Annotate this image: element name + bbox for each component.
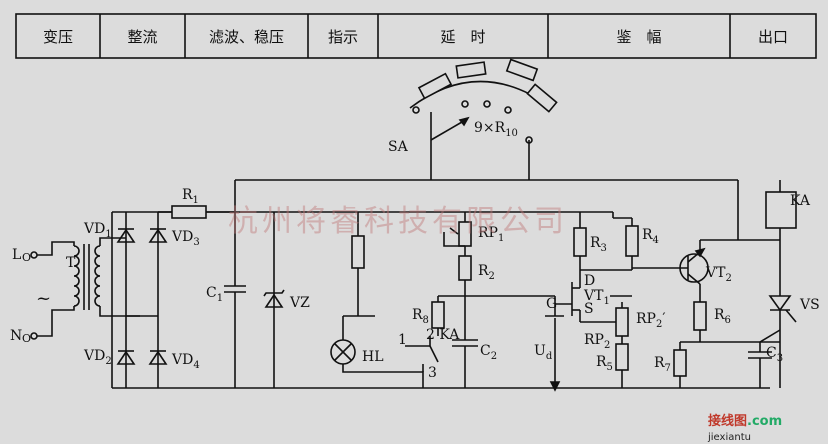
label-R2: R2 <box>478 263 495 282</box>
block-transform: 变压 <box>42 27 73 46</box>
label-VT1: VT1 <box>584 288 610 307</box>
watermark: 杭州将睿科技有限公司 <box>228 204 568 239</box>
terminal-N <box>30 332 38 340</box>
ac-symbol: ~ <box>36 288 52 309</box>
resistor-R2 <box>458 255 472 281</box>
label-R4: R4 <box>642 227 659 246</box>
label-R10: 9×R10 <box>474 120 518 139</box>
label-C1: C1 <box>206 285 224 304</box>
label-S: S <box>584 301 594 317</box>
label-KA: KA <box>790 193 811 209</box>
block-rectify: 整流 <box>127 27 158 46</box>
block-delay: 延 时 <box>440 27 486 46</box>
label-R3: R3 <box>590 235 607 254</box>
relay-contact-KA <box>429 345 439 363</box>
label-C3: C3 <box>766 345 784 364</box>
label-VS: VS <box>800 297 820 313</box>
resistor-R8 <box>431 301 445 329</box>
transformer-T <box>73 244 101 310</box>
potentiometer-RP2-prime <box>615 307 629 337</box>
label-VD3: VD3 <box>172 229 200 248</box>
label-Ud: Ud <box>534 343 553 362</box>
label-switch-1: 1 <box>398 332 407 348</box>
label-T: T <box>66 255 76 271</box>
label-VD1: VD1 <box>84 221 112 240</box>
label-VD2: VD2 <box>84 348 112 367</box>
label-HL: HL <box>362 349 384 365</box>
label-G: G <box>546 296 558 312</box>
label-R5: R5 <box>596 354 613 373</box>
label-O-bot: O <box>22 332 32 345</box>
transistor-VT1 <box>554 270 581 322</box>
resistor-R6 <box>693 301 707 331</box>
label-R7: R7 <box>654 355 671 374</box>
label-RP2: RP2 <box>584 332 611 351</box>
terminal-L <box>30 251 38 259</box>
bridge-rectifier <box>111 212 168 388</box>
block-filter-regulate: 滤波、稳压 <box>208 27 284 46</box>
label-switch-3: 3 <box>428 365 437 381</box>
label-VZ: VZ <box>290 295 310 311</box>
label-RP1: RP1 <box>478 225 505 244</box>
block-amplitude-detect: 鉴 幅 <box>616 27 662 46</box>
label-R1: R1 <box>182 187 199 206</box>
label-R8: R8 <box>412 307 429 326</box>
resistor-R1 <box>171 205 207 219</box>
range-selector-SA <box>409 58 558 180</box>
resistor-R4 <box>625 225 639 257</box>
label-O-top: O <box>22 251 32 264</box>
resistor-HL <box>351 235 365 269</box>
label-C2: C2 <box>480 343 498 362</box>
label-D: D <box>584 273 596 289</box>
relay-coil-KA <box>765 191 797 229</box>
label-N: N <box>10 328 23 344</box>
transistor-VT2 <box>632 240 709 302</box>
label-R6: R6 <box>714 307 731 326</box>
resistor-R5 <box>615 343 629 371</box>
label-SA: SA <box>388 139 408 155</box>
block-output: 出口 <box>757 27 788 46</box>
zener-VZ <box>264 293 284 308</box>
block-indicate: 指示 <box>327 27 358 46</box>
label-VT2: VT2 <box>706 265 732 284</box>
resistor-R7 <box>673 349 687 377</box>
label-L: L <box>12 247 22 263</box>
thyristor-VS <box>768 295 797 323</box>
label-KA-contact: 2 KA <box>426 327 460 343</box>
label-VD4: VD4 <box>172 352 200 371</box>
resistor-R3 <box>573 227 587 257</box>
block-header-table <box>15 13 817 59</box>
label-RP2-prime: RP2′ <box>636 311 666 330</box>
